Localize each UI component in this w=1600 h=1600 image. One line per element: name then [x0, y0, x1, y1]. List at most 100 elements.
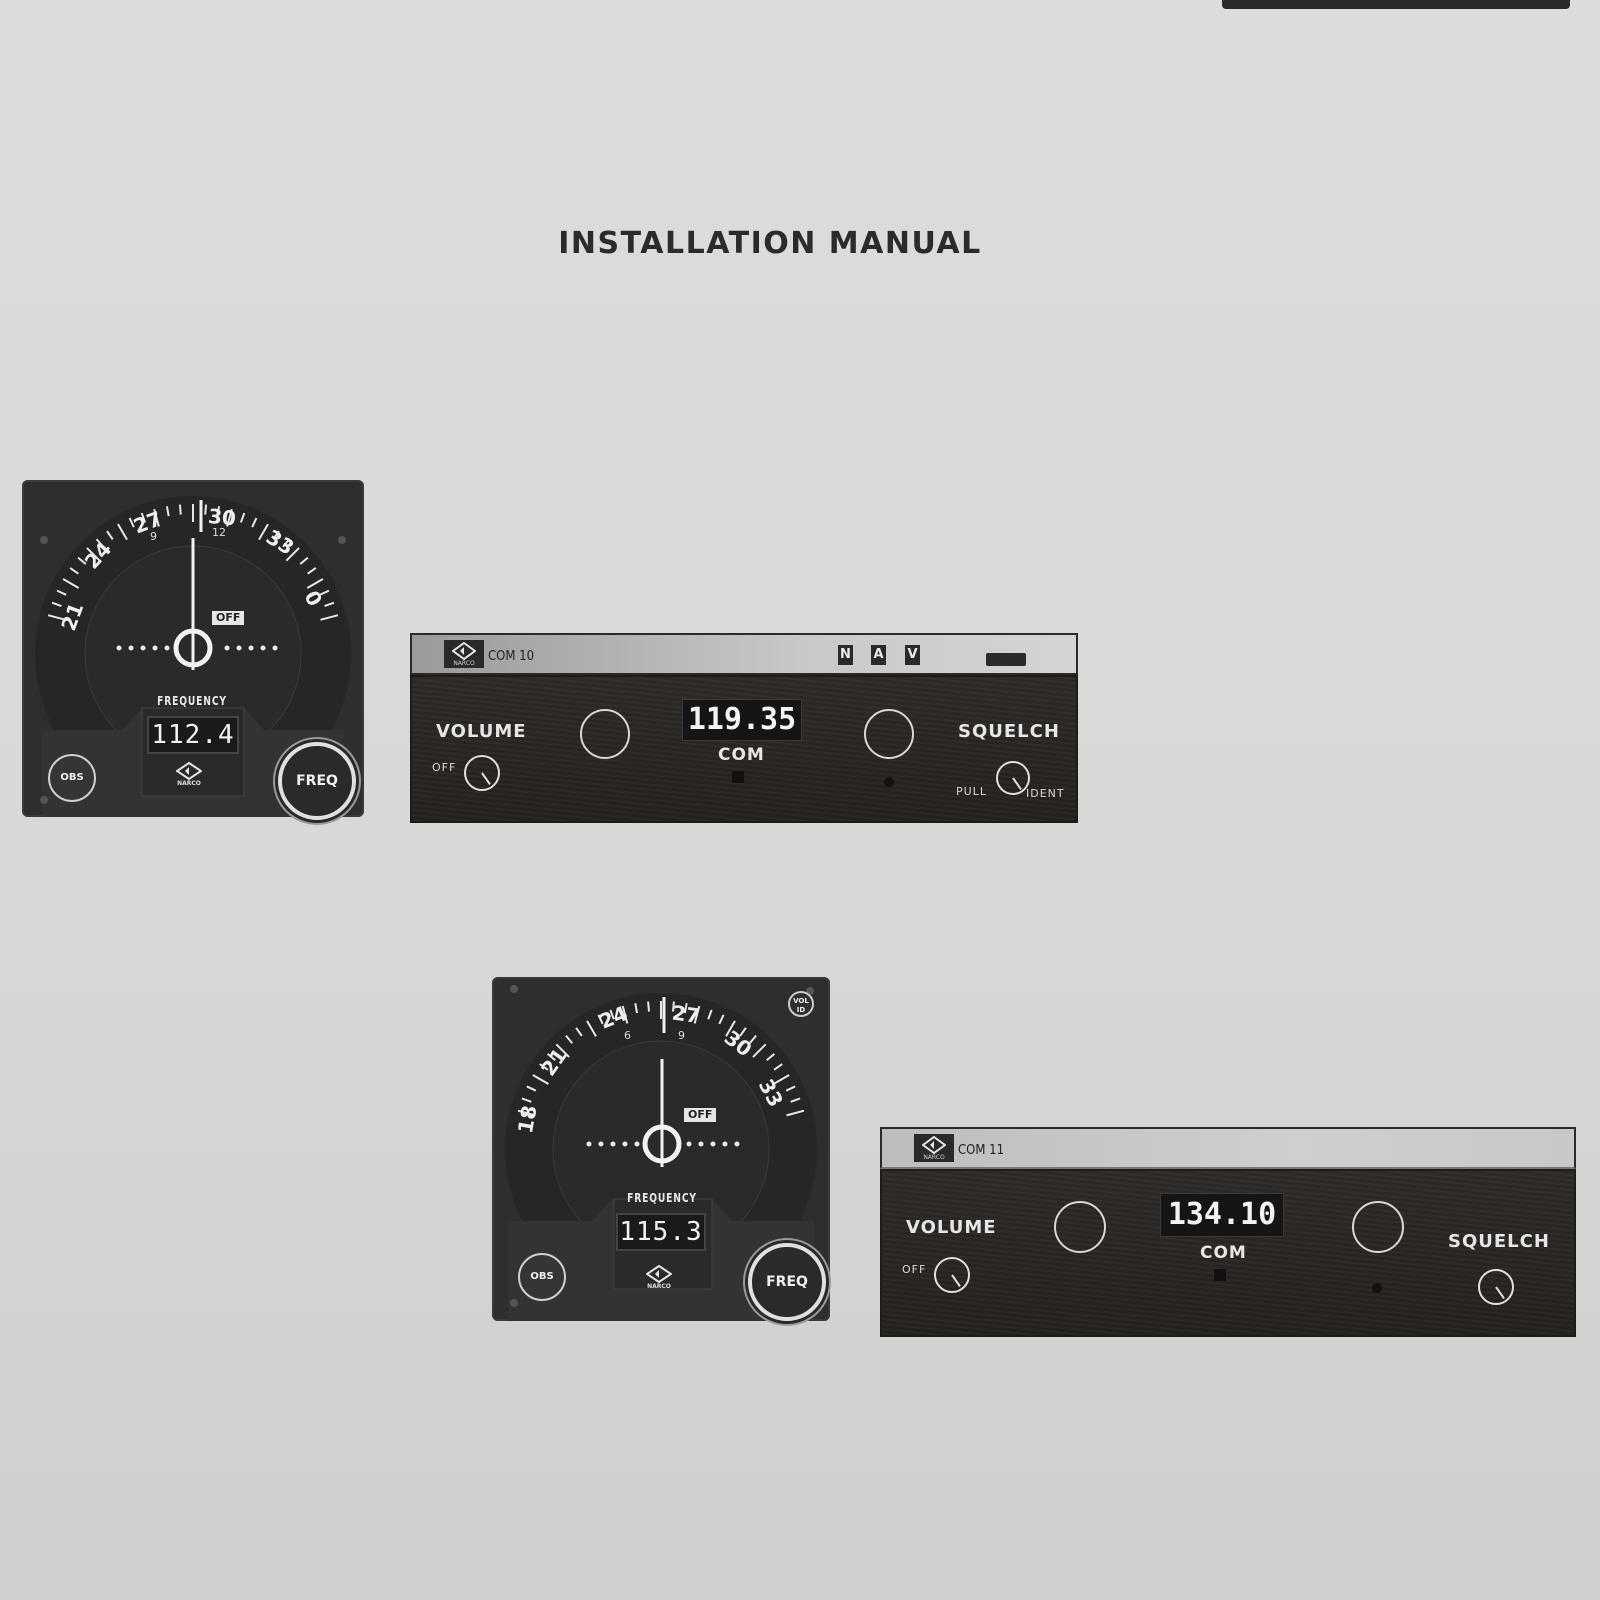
off-flag: OFF — [212, 611, 245, 625]
squelch-knob[interactable] — [996, 761, 1030, 795]
dial-tick — [546, 1053, 556, 1062]
dial-tick — [647, 1001, 650, 1012]
dial-tick — [320, 614, 339, 621]
narco-logo: NARCO — [914, 1134, 954, 1162]
com-led — [1372, 1283, 1382, 1293]
com-led — [884, 777, 894, 787]
dial-tick — [128, 517, 135, 528]
scale-label: 27 — [671, 1000, 702, 1028]
dial-tick — [282, 538, 291, 548]
dial-tick — [153, 508, 160, 527]
dial-tick — [707, 1009, 713, 1020]
dial-tick — [106, 530, 114, 540]
obs-knob[interactable]: OBS — [48, 754, 96, 802]
squelch-label: SQUELCH — [958, 721, 1060, 742]
dial-tick — [140, 512, 147, 523]
model-label: COM 11 — [958, 1143, 1005, 1158]
com-wood-panel: VOLUME OFF 134.10 COM SQUELCH — [880, 1169, 1576, 1337]
scale-label: 30 — [207, 504, 237, 531]
dial-tick — [718, 1014, 725, 1025]
com-faceplate: NARCO COM 11 — [880, 1127, 1576, 1169]
nav-letter: A — [871, 645, 886, 665]
inner-label: 6 — [624, 1029, 631, 1042]
narco-diamond-icon — [922, 1136, 946, 1154]
dial-tick — [621, 1005, 629, 1024]
dial-tick — [773, 1063, 783, 1071]
dial-tick — [62, 578, 80, 589]
frequency-knob-left[interactable] — [580, 709, 630, 759]
dial-tick — [693, 1005, 701, 1024]
dial-tick — [251, 517, 258, 528]
dial-tick — [575, 1027, 583, 1037]
dial-tick — [306, 578, 324, 589]
dial-tick — [773, 1074, 790, 1085]
narco-logo: NARCO — [174, 762, 204, 787]
frequency-knob-right[interactable] — [1352, 1201, 1404, 1253]
dial-tick — [226, 508, 233, 527]
frequency-label: FREQUENCY — [627, 1191, 697, 1205]
narco-logo: NARCO — [444, 640, 484, 668]
dial-tick — [748, 1034, 757, 1044]
frequency-knob-right[interactable] — [864, 709, 914, 759]
dial-tick — [258, 523, 269, 541]
com-frequency-display: 119.35 — [682, 699, 802, 741]
com-label: COM — [1200, 1243, 1247, 1263]
page-title: INSTALLATION MANUAL — [558, 226, 982, 262]
dial-tick — [272, 530, 280, 540]
narco-diamond-icon — [646, 1265, 672, 1283]
com-frequency-display: 134.10 — [1160, 1193, 1284, 1237]
dial-tick — [56, 589, 67, 596]
indicator-slot — [986, 653, 1026, 666]
dial-tick — [299, 556, 309, 565]
ident-label: IDENT — [1026, 787, 1065, 800]
off-flag: OFF — [684, 1108, 717, 1122]
dial-tick — [672, 1001, 675, 1012]
off-label: OFF — [902, 1263, 927, 1276]
dial-tick — [539, 1063, 549, 1071]
off-label: OFF — [432, 761, 457, 774]
volume-label: VOLUME — [906, 1217, 997, 1238]
dial-tick — [586, 1020, 597, 1037]
nav-letter: V — [905, 645, 920, 665]
dial-tick — [565, 1034, 574, 1044]
com-label: COM — [718, 745, 765, 765]
com-wood-panel: VOLUME OFF 119.35 COM SQUELCH PULL IDENT — [410, 675, 1078, 823]
dial-tick — [117, 523, 128, 541]
dial-tick — [786, 1109, 805, 1117]
model-label: COM 10 — [488, 649, 535, 664]
volume-label: VOLUME — [436, 721, 527, 742]
dial-tick — [51, 601, 62, 608]
dial-tick — [324, 601, 335, 608]
dial-tick — [285, 547, 300, 562]
freq-knob[interactable]: FREQ — [278, 742, 356, 820]
dial-tick — [785, 1085, 796, 1092]
dial-tick — [609, 1009, 615, 1020]
volume-knob[interactable] — [934, 1257, 970, 1293]
nav-letter: N — [838, 645, 853, 665]
inner-label: 9 — [150, 530, 157, 543]
dial-tick — [725, 1020, 736, 1037]
narco-diamond-icon — [452, 642, 476, 660]
com-led — [1214, 1269, 1226, 1281]
dial-tick — [597, 1014, 604, 1025]
dial-tick — [521, 1097, 532, 1103]
dial-tick — [532, 1074, 549, 1085]
dial-tick — [86, 547, 101, 562]
com-radio-1: NARCO COM 10 N A V VOLUME OFF 119.35 COM… — [410, 633, 1078, 823]
volume-knob[interactable] — [464, 755, 500, 791]
pull-label: PULL — [956, 785, 987, 798]
squelch-label: SQUELCH — [1448, 1231, 1550, 1252]
frequency-knob-left[interactable] — [1054, 1201, 1106, 1253]
dial-tick — [69, 567, 79, 575]
squelch-knob[interactable] — [1478, 1269, 1514, 1305]
dial-tick — [555, 1043, 570, 1058]
freq-knob[interactable]: FREQ — [748, 1243, 826, 1321]
dial-tick — [95, 538, 104, 548]
dial-tick — [683, 1003, 688, 1014]
obs-knob[interactable]: OBS — [518, 1253, 566, 1301]
dial-tick — [47, 614, 66, 621]
corner-tab — [1222, 0, 1570, 9]
nav-indicator-1: 21 24 27 30 33 0 9 12 OFF FREQUENCY 112.… — [22, 480, 364, 820]
